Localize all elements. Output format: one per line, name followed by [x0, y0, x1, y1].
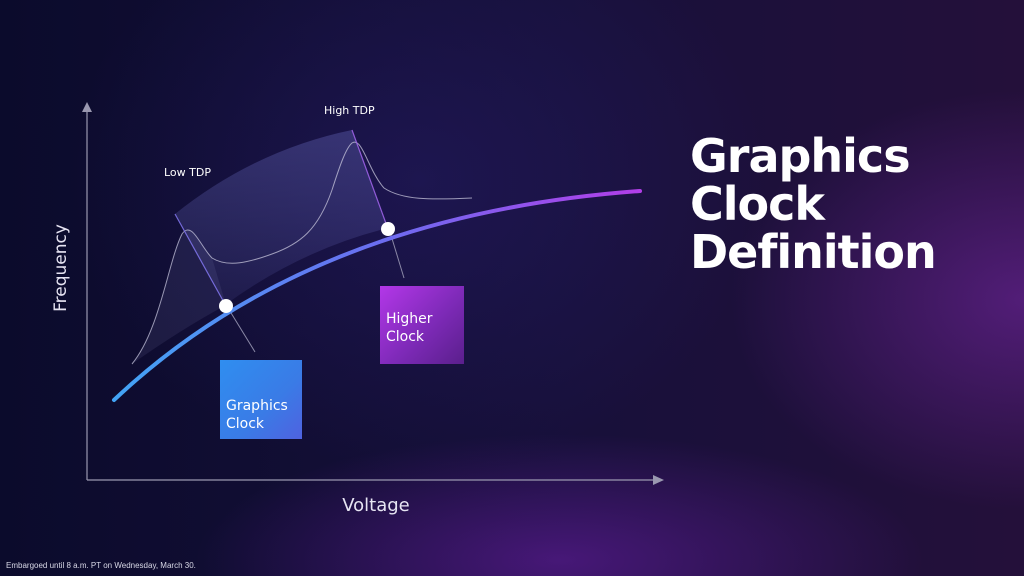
low-tdp-distribution [131, 189, 333, 365]
higher-clock-point [381, 222, 395, 236]
high-tdp-guide-line [351, 129, 389, 230]
tdp-band [175, 130, 388, 305]
graphics-clock-leader [227, 307, 256, 353]
slide-title-line-2: Clock [690, 177, 825, 231]
graphics-clock-label-line-1: Graphics [226, 398, 288, 414]
graphics-clock-label-line-2: Clock [226, 416, 265, 432]
higher-clock-box: Higher Clock [380, 286, 464, 364]
low-tdp-label: Low TDP [164, 166, 211, 179]
higher-clock-label-line-2: Clock [386, 329, 425, 345]
x-axis-arrow [653, 475, 664, 485]
graphics-clock-point [219, 299, 233, 313]
high-tdp-distribution [331, 141, 473, 200]
y-axis-arrow [82, 102, 92, 112]
slide-title-line-3: Definition [690, 225, 937, 279]
low-tdp-guide-line [174, 213, 227, 307]
higher-clock-label-line-1: Higher [386, 311, 433, 327]
x-axis-label: Voltage [342, 495, 410, 516]
embargo-notice: Embargoed until 8 a.m. PT on Wednesday, … [6, 561, 196, 570]
slide-title-line-1: Graphics [690, 129, 911, 183]
high-tdp-label: High TDP [324, 104, 375, 117]
graphics-clock-box: Graphics Clock [220, 360, 302, 439]
y-axis-label: Frequency [51, 224, 71, 312]
frequency-voltage-curve [112, 189, 642, 402]
